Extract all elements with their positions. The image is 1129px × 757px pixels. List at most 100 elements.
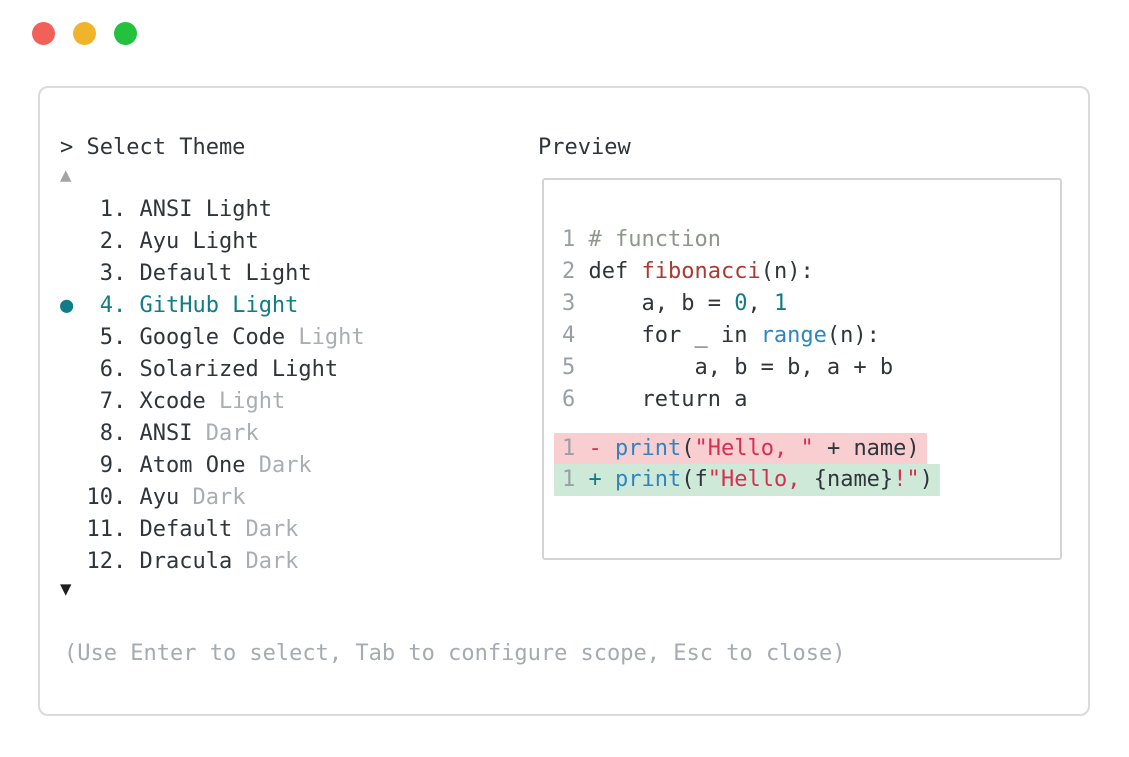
bullet-spacer [60, 517, 87, 542]
code-line: 1 - print("Hello, " + name) [554, 433, 1060, 465]
bullet-spacer [60, 197, 87, 222]
code-token-number: 1 [773, 291, 788, 316]
theme-name: Xcode [139, 389, 206, 414]
bullet-spacer [60, 485, 87, 510]
theme-list-item[interactable]: 9. Atom One Dark [60, 450, 365, 482]
code-line [562, 416, 1060, 433]
code-token-plain: (f [681, 467, 708, 492]
line-number: 1 [562, 436, 589, 461]
bullet-spacer [60, 549, 87, 574]
theme-list-item[interactable]: 10. Ayu Dark [60, 482, 365, 514]
theme-name: Google Code [139, 325, 286, 350]
theme-variant-dim: Dark [192, 421, 259, 446]
bullet-spacer [60, 229, 87, 254]
minimize-button[interactable] [73, 22, 96, 45]
code-line: 1 + print(f"Hello, {name}!") [554, 464, 1060, 496]
theme-number: 8. [86, 421, 140, 446]
selected-bullet-icon: ● [60, 293, 87, 318]
line-number: 2 [562, 259, 589, 284]
close-button[interactable] [32, 22, 55, 45]
theme-number: 11. [86, 517, 140, 542]
code-token-number: + [588, 467, 615, 492]
theme-list-item[interactable]: 5. Google Code Light [60, 322, 365, 354]
code-line: 2 def fibonacci(n): [562, 256, 1060, 288]
line-number: 3 [562, 291, 589, 316]
theme-list-item[interactable]: 12. Dracula Dark [60, 546, 365, 578]
theme-list-item[interactable]: 2. Ayu Light [60, 226, 365, 258]
code-token-plain: (n): [826, 323, 880, 348]
bullet-spacer [60, 325, 87, 350]
scroll-up-icon[interactable]: ▲ [60, 164, 72, 186]
code-token-string: "Hello, [707, 467, 814, 492]
window-controls [32, 22, 137, 45]
preview-label: Preview [538, 135, 631, 160]
theme-list: 1. ANSI Light 2. Ayu Light 3. Default Li… [60, 194, 365, 578]
theme-list-item[interactable]: 11. Default Dark [60, 514, 365, 546]
bullet-spacer [60, 453, 87, 478]
theme-name: ANSI Light [139, 197, 272, 222]
code-line: 4 for _ in range(n): [562, 320, 1060, 352]
theme-name: Solarized Light [139, 357, 339, 382]
zoom-button[interactable] [114, 22, 137, 45]
code-token-plain: + name) [813, 436, 920, 461]
theme-name: Default Light [139, 261, 312, 286]
theme-name: ANSI [139, 421, 193, 446]
code-token-plain: ( [681, 436, 695, 461]
help-text: (Use Enter to select, Tab to configure s… [64, 641, 846, 666]
theme-list-item[interactable]: ● 4. GitHub Light [60, 290, 365, 322]
theme-list-item[interactable]: 1. ANSI Light [60, 194, 365, 226]
code-token-function: print [615, 467, 682, 492]
line-number: 1 [562, 467, 589, 492]
theme-variant-dim: Light [285, 325, 365, 350]
theme-name: Atom One [139, 453, 246, 478]
code-token-plain: return a [588, 387, 748, 412]
theme-variant-dim: Dark [179, 485, 246, 510]
code-token-function: range [760, 323, 827, 348]
line-number: 5 [562, 355, 589, 380]
theme-name: Ayu Light [139, 229, 259, 254]
theme-list-item[interactable]: 8. ANSI Dark [60, 418, 365, 450]
code-token-string: "Hello, " [694, 436, 814, 461]
theme-list-item[interactable]: 6. Solarized Light [60, 354, 365, 386]
theme-list-item[interactable]: 7. Xcode Light [60, 386, 365, 418]
theme-number: 10. [86, 485, 140, 510]
theme-variant-dim: Dark [232, 549, 299, 574]
line-number: 6 [562, 387, 589, 412]
theme-name: GitHub Light [139, 293, 299, 318]
code-line: 1 # function [562, 224, 1060, 256]
scroll-down-icon[interactable]: ▼ [60, 578, 72, 600]
theme-list-item[interactable]: 3. Default Light [60, 258, 365, 290]
code-token-string: !" [893, 467, 920, 492]
code-token-plain: for _ in [588, 323, 761, 348]
theme-number: 4. [86, 293, 140, 318]
code-token-keyword: fibonacci [641, 259, 761, 284]
prompt-line: > Select Theme [60, 135, 246, 160]
bullet-spacer [60, 421, 87, 446]
code-token-plain: (n): [760, 259, 814, 284]
code-token-plain: a, b = b, a + b [588, 355, 894, 380]
code-token-plain: ) [919, 467, 933, 492]
bullet-spacer [60, 357, 87, 382]
theme-number: 7. [86, 389, 140, 414]
theme-variant-dim: Light [205, 389, 286, 414]
code-token-plain: , [747, 291, 774, 316]
code-token-function: print [615, 436, 682, 461]
theme-name: Default [139, 517, 233, 542]
code-token-number: 0 [734, 291, 748, 316]
bullet-spacer [60, 261, 87, 286]
code-token-plain: {name} [813, 467, 894, 492]
code-token-plain: def [588, 259, 642, 284]
line-number: 1 [562, 227, 589, 252]
theme-number: 3. [86, 261, 140, 286]
theme-picker-panel: > Select Theme Preview ▲ 1. ANSI Light 2… [38, 86, 1090, 716]
bullet-spacer [60, 389, 87, 414]
theme-name: Dracula [139, 549, 233, 574]
theme-variant-dim: Dark [245, 453, 312, 478]
code-line: 3 a, b = 0, 1 [562, 288, 1060, 320]
code-line: 6 return a [562, 384, 1060, 416]
code-token-plain: a, b = [588, 291, 735, 316]
code-line: 5 a, b = b, a + b [562, 352, 1060, 384]
